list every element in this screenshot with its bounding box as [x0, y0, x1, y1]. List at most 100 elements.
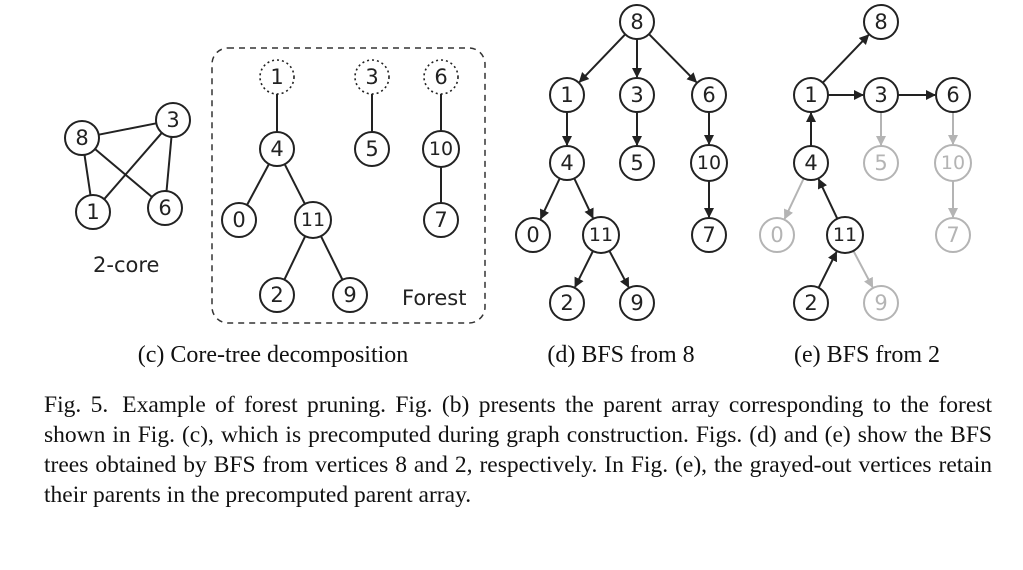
svg-text:2: 2 [804, 291, 817, 315]
edge-4-0 [246, 163, 270, 206]
svg-text:9: 9 [630, 291, 643, 315]
subcaption-c: (c) Core-tree decomposition [138, 342, 409, 368]
svg-text:11: 11 [301, 209, 325, 231]
svg-text:7: 7 [946, 223, 959, 247]
edge-8-3 [98, 122, 157, 136]
core-edges [83, 122, 173, 200]
svg-text:2: 2 [560, 291, 573, 315]
bfs2-node-8: 8 [863, 4, 899, 40]
svg-text:1: 1 [804, 83, 817, 107]
bfs8-node-2: 2 [549, 285, 585, 321]
svg-text:1: 1 [270, 65, 283, 89]
svg-text:0: 0 [232, 208, 245, 232]
bfs2-edges [783, 34, 958, 289]
svg-text:11: 11 [589, 224, 613, 246]
svg-text:8: 8 [630, 10, 643, 34]
svg-text:10: 10 [429, 138, 453, 160]
bfs8-edges [539, 33, 714, 288]
edge-3-6 [165, 136, 173, 192]
svg-text:6: 6 [158, 196, 171, 220]
bfs2-node-2: 2 [793, 285, 829, 321]
svg-text:10: 10 [941, 152, 965, 174]
bfs2-node-7: 7 [935, 217, 971, 253]
forest-edges [246, 94, 442, 281]
forest-node-6: 6 [423, 59, 459, 95]
svg-text:4: 4 [560, 151, 573, 175]
figure-caption: Fig. 5.Example of forest pruning. Fig. (… [44, 390, 992, 510]
bfs2-node-1: 1 [793, 77, 829, 113]
forest-node-0: 0 [221, 202, 257, 238]
subcaption-e: (e) BFS from 2 [794, 342, 940, 368]
svg-text:7: 7 [702, 223, 715, 247]
core-node-3: 3 [155, 102, 191, 138]
bfs8-node-11: 11 [582, 216, 620, 254]
edge-11-2 [574, 250, 594, 288]
bfs8-node-6: 6 [691, 77, 727, 113]
edge-2-11 [817, 251, 838, 289]
core-graph: 8 3 1 6 2-core [64, 102, 191, 277]
svg-text:5: 5 [630, 151, 643, 175]
forest-node-4: 4 [259, 131, 295, 167]
edge-8-6 [94, 148, 153, 198]
figure-number: Fig. 5. [44, 392, 109, 418]
subcaption-d: (d) BFS from 8 [547, 342, 694, 368]
core-label: 2-core [93, 253, 159, 277]
edge-3-1 [103, 132, 163, 200]
core-nodes: 8 3 1 6 [64, 102, 191, 230]
edge-8-6 [648, 33, 698, 83]
caption-text: Example of forest pruning. Fig. (b) pres… [44, 392, 992, 508]
svg-text:5: 5 [874, 151, 887, 175]
svg-text:3: 3 [365, 65, 378, 89]
forest-node-9: 9 [332, 277, 368, 313]
svg-text:3: 3 [630, 83, 643, 107]
edge-11-9 [852, 250, 874, 288]
bfs2-node-3: 3 [863, 77, 899, 113]
core-node-6: 6 [147, 190, 183, 226]
bfs8-node-7: 7 [691, 217, 727, 253]
svg-text:2: 2 [270, 283, 283, 307]
svg-text:3: 3 [166, 108, 179, 132]
panel-e: 8 1 3 6 4 5 10 0 11 7 2 9 (e) BFS from 2 [759, 4, 972, 368]
bfs8-node-8: 8 [619, 4, 655, 40]
edge-11-9 [608, 250, 630, 288]
forest-node-2: 2 [259, 277, 295, 313]
edge-8-1 [578, 33, 626, 83]
panel-d: 8 1 3 6 4 5 10 0 11 7 2 9 (d) BFS from 8 [515, 4, 728, 368]
bfs2-node-5: 5 [863, 145, 899, 181]
bfs8-node-3: 3 [619, 77, 655, 113]
svg-text:3: 3 [874, 83, 887, 107]
edge-11-4 [817, 178, 839, 220]
bfs2-node-11: 11 [826, 216, 864, 254]
svg-text:7: 7 [434, 208, 447, 232]
svg-text:6: 6 [434, 65, 447, 89]
forest-box [211, 47, 486, 324]
forest-label: Forest [402, 286, 466, 310]
edge-4-0 [539, 177, 561, 220]
svg-text:8: 8 [75, 126, 88, 150]
edge-4-0 [783, 177, 805, 220]
bfs8-node-10: 10 [690, 144, 728, 182]
edge-11-2 [283, 235, 307, 281]
forest-node-1: 1 [259, 59, 295, 95]
forest-node-5: 5 [354, 131, 390, 167]
edge-8-1 [83, 154, 92, 196]
svg-text:0: 0 [526, 223, 539, 247]
bfs2-node-0: 0 [759, 217, 795, 253]
forest-node-7: 7 [423, 202, 459, 238]
bfs8-node-5: 5 [619, 145, 655, 181]
svg-text:4: 4 [270, 137, 283, 161]
svg-text:9: 9 [343, 283, 356, 307]
svg-text:6: 6 [946, 83, 959, 107]
figure-5: 8 3 1 6 2-core 1 3 6 4 5 10 0 11 7 2 9 F… [64, 4, 972, 368]
svg-text:1: 1 [560, 83, 573, 107]
bfs8-node-9: 9 [619, 285, 655, 321]
svg-text:0: 0 [770, 223, 783, 247]
bfs8-node-1: 1 [549, 77, 585, 113]
bfs2-node-6: 6 [935, 77, 971, 113]
svg-text:5: 5 [365, 137, 378, 161]
forest-graph: 1 3 6 4 5 10 0 11 7 2 9 Forest [221, 59, 466, 313]
svg-text:10: 10 [697, 152, 721, 174]
edge-11-9 [320, 235, 344, 281]
svg-text:1: 1 [86, 200, 99, 224]
bfs8-node-4: 4 [549, 145, 585, 181]
